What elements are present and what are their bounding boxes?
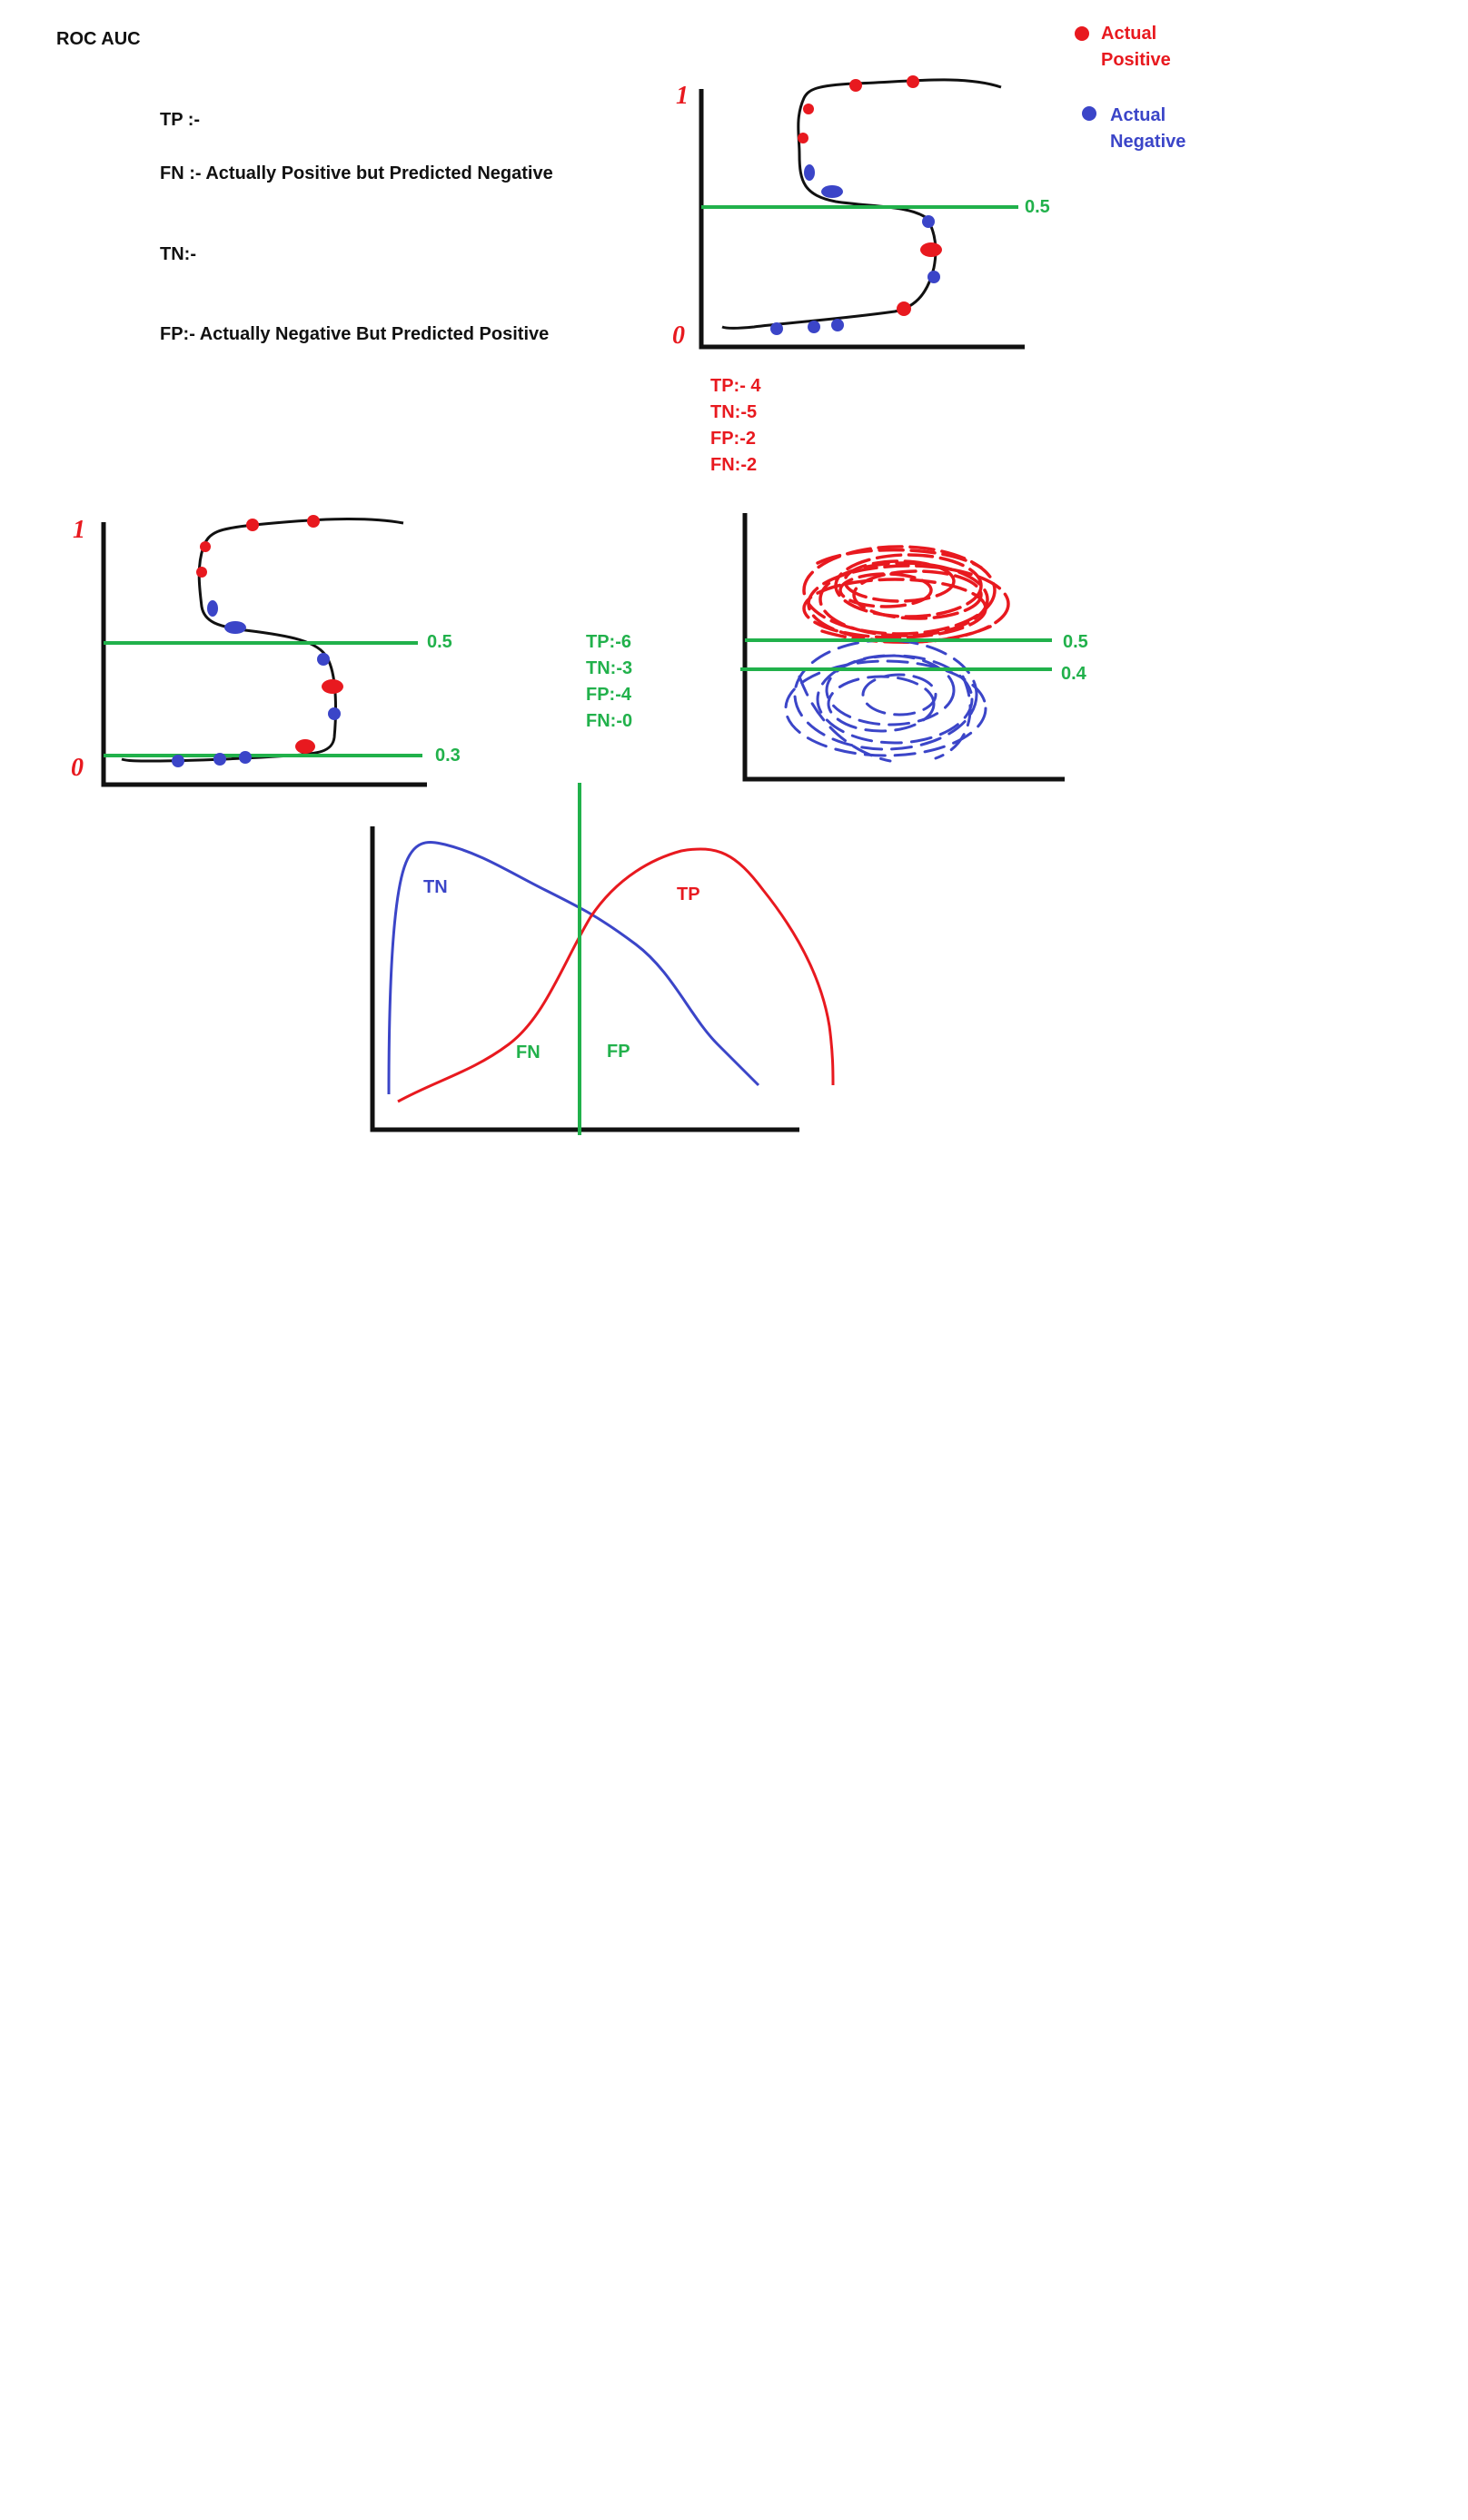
top-right-negative-point [821,185,843,198]
left-negative-point [239,751,252,764]
top-right-count-fn: FN:-2 [710,455,758,475]
definition-fp: FP:- Actually Negative But Predicted Pos… [160,324,550,344]
legend-positive-dot [1075,26,1089,41]
cluster-threshold-lower-label: 0.4 [1061,664,1086,684]
distribution-axes [370,826,799,1132]
top-right-sigmoid-plot [699,75,1025,350]
legend-negative-line1: Actual [1110,105,1166,125]
legend-positive-line1: Actual [1101,24,1157,44]
top-right-y-bottom-label: 0 [672,321,685,350]
distribution-plot [370,783,835,1135]
definition-fn: FN :- Actually Positive but Predicted Ne… [160,163,553,183]
positive-scribble [802,545,1010,644]
negative-scribble [784,638,987,763]
left-axes [101,522,427,787]
tn-distribution-curve [387,841,760,1095]
fn-region-label: FN [516,1043,541,1062]
tp-curve-label: TP [677,884,700,904]
top-right-count-tn: TN:-5 [710,402,758,422]
top-right-negative-point [804,164,815,181]
top-right-positive-point [907,75,919,88]
top-right-positive-point [897,301,911,316]
legend-negative-line2: Negative [1110,132,1186,152]
left-count-tp: TP:-6 [586,632,631,652]
top-right-count-tp: TP:- 4 [710,376,761,396]
left-positive-point [246,519,259,531]
legend-positive-line2: Positive [1101,50,1171,70]
legend-negative-dot [1082,106,1096,121]
left-positive-point [307,515,320,528]
left-count-tn: TN:-3 [586,658,633,678]
top-right-negative-point [770,322,783,335]
left-sigmoid-plot [101,515,427,787]
cluster-plot [740,513,1065,782]
page-title: ROC AUC [56,29,141,49]
fp-region-label: FP [607,1042,630,1062]
top-right-y-top-label: 1 [676,82,689,110]
top-right-positive-point [849,79,862,92]
top-right-negative-point [831,319,844,331]
top-right-positive-point [920,242,942,257]
left-count-fp: FP:-4 [586,685,631,705]
top-right-sigmoid-curve [721,78,1002,330]
top-right-count-fp: FP:-2 [710,429,756,449]
top-right-negative-point [927,271,940,283]
left-positive-point [200,541,211,552]
tp-distribution-curve [397,847,835,1103]
left-positive-point [322,679,343,694]
left-count-fn: FN:-0 [586,711,633,731]
top-right-negative-point [922,215,935,228]
definition-tp: TP :- [160,110,201,130]
left-negative-point [213,753,226,766]
top-right-positive-point [803,104,814,114]
left-positive-point [295,739,315,754]
left-positive-point [196,567,207,578]
left-negative-point [224,621,246,634]
top-right-threshold-label: 0.5 [1025,197,1050,217]
top-right-negative-point [808,321,820,333]
left-threshold-upper-label: 0.5 [427,632,452,652]
left-negative-point [328,707,341,720]
left-negative-point [207,600,218,617]
top-right-axes [699,89,1025,350]
tn-curve-label: TN [423,877,448,897]
left-threshold-lower-label: 0.3 [435,746,461,766]
top-right-positive-point [798,133,808,143]
left-negative-point [317,653,330,666]
left-sigmoid-curve [121,518,404,763]
left-negative-point [172,755,184,767]
left-y-bottom-label: 0 [71,754,84,782]
cluster-axes [742,513,1065,782]
definition-tn: TN:- [160,244,196,264]
left-y-top-label: 1 [73,516,85,544]
cluster-threshold-upper-label: 0.5 [1063,632,1088,652]
